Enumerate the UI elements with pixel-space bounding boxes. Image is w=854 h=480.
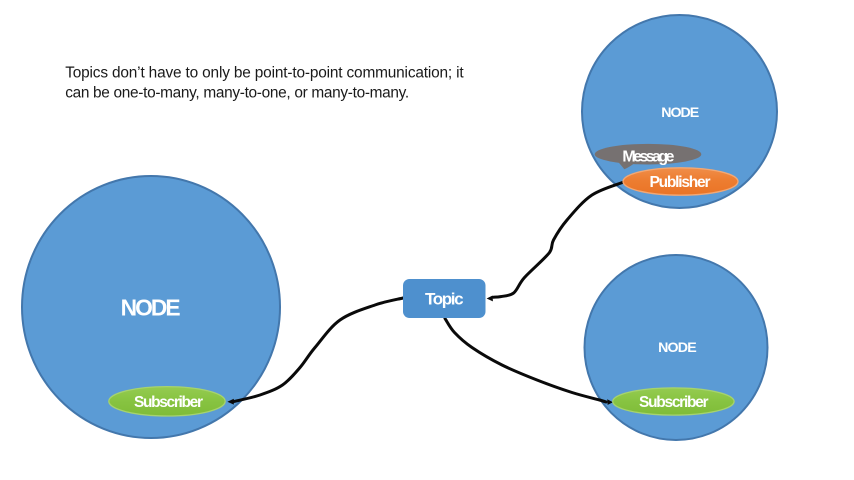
svg-text:Topic: Topic [425, 289, 464, 308]
svg-text:Message: Message [622, 148, 674, 165]
svg-text:Subscriber: Subscriber [134, 394, 203, 411]
svg-text:Topics don’t have to only be p: Topics don’t have to only be point-to-po… [65, 64, 464, 81]
svg-text:Publisher: Publisher [650, 174, 711, 191]
svg-text:Subscriber: Subscriber [639, 394, 709, 411]
svg-text:NODE: NODE [658, 340, 697, 356]
svg-text:can be one-to-many, many-to-on: can be one-to-many, many-to-one, or many… [65, 85, 409, 102]
svg-text:NODE: NODE [121, 294, 181, 320]
svg-text:NODE: NODE [661, 105, 699, 121]
